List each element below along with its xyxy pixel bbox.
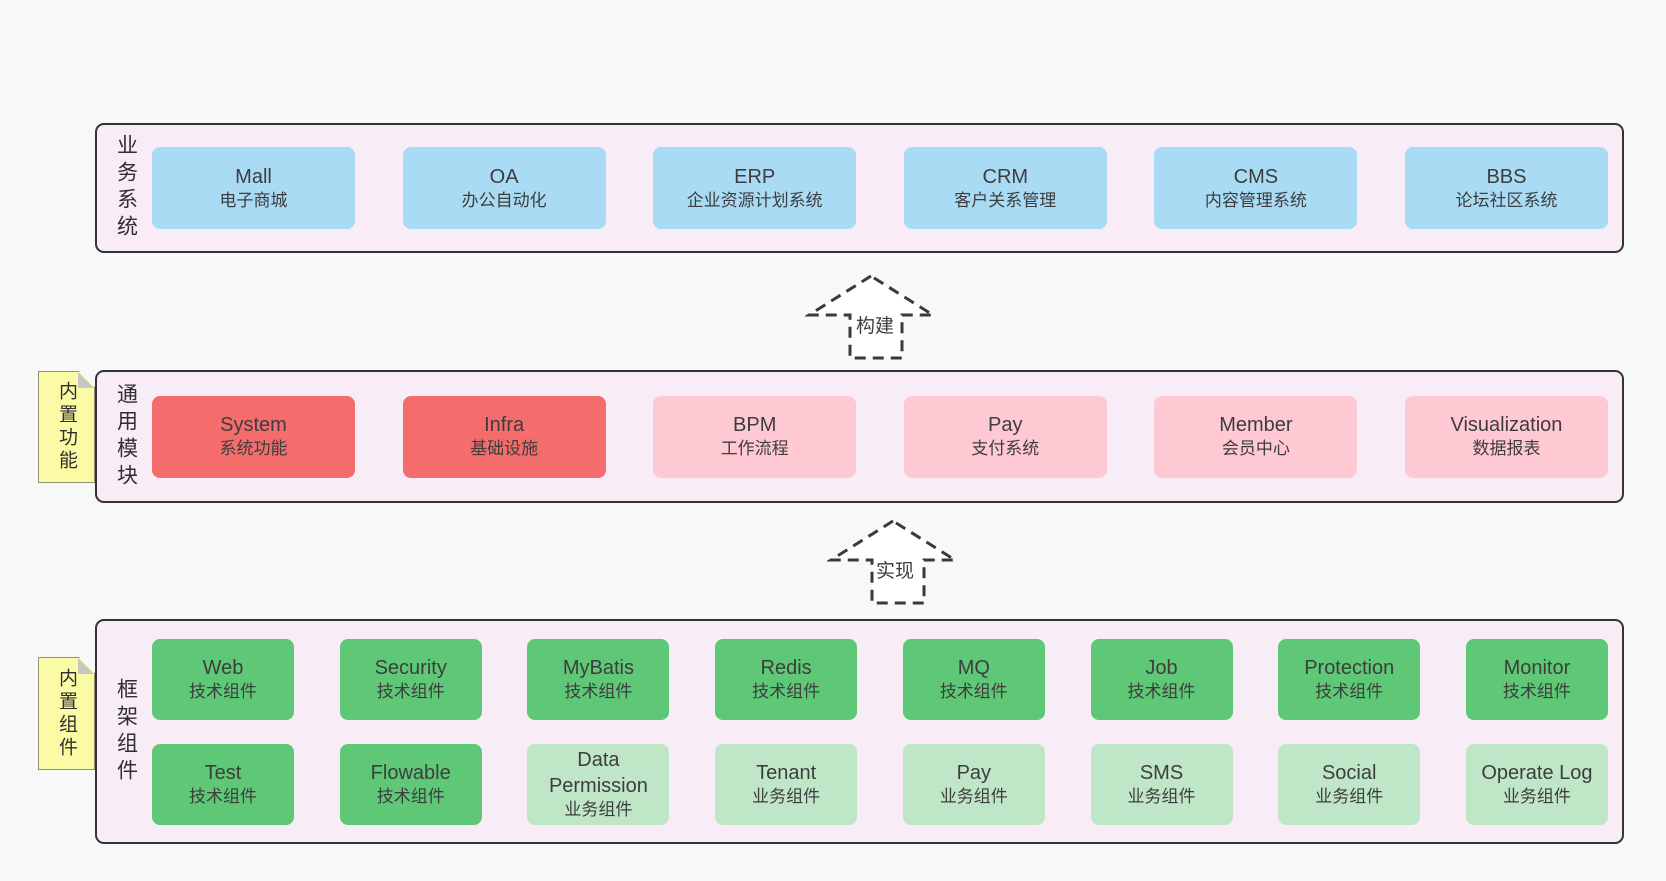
box-oa: OA 办公自动化: [402, 147, 606, 229]
box-pay-biz: Pay 业务组件: [902, 743, 1045, 825]
section-common-modules-label: 通用模块: [114, 382, 138, 491]
box-crm: CRM 客户关系管理: [903, 147, 1107, 229]
implement-arrow: 实现: [825, 518, 961, 606]
box-tenant: Tenant 业务组件: [715, 743, 858, 825]
box-erp: ERP 企业资源计划系统: [653, 147, 857, 229]
folded-corner-icon: [78, 372, 94, 388]
framework-components-row-1: Web 技术组件 Security 技术组件 MyBatis 技术组件 Redi…: [152, 638, 1608, 720]
business-systems-boxes: Mall 电子商城 OA 办公自动化 ERP 企业资源计划系统 CRM 客户关系…: [152, 125, 1608, 251]
box-bpm: BPM 工作流程: [653, 395, 857, 478]
box-mall: Mall 电子商城: [152, 147, 355, 229]
sticky-note-built-in-features: 内置功能: [38, 371, 95, 483]
section-framework-components-label: 框架组件: [114, 677, 138, 786]
box-infra: Infra 基础设施: [402, 395, 606, 478]
box-system: System 系统功能: [152, 395, 355, 478]
box-mq: MQ 技术组件: [902, 638, 1045, 720]
box-flowable: Flowable 技术组件: [339, 743, 482, 825]
box-web: Web 技术组件: [152, 638, 294, 720]
folded-corner-icon: [78, 658, 94, 674]
box-member: Member 会员中心: [1154, 395, 1358, 478]
box-protection: Protection 技术组件: [1278, 638, 1421, 720]
sticky-note-built-in-components: 内置组件: [38, 657, 95, 770]
section-common-modules: 通用模块 System 系统功能 Infra 基础设施 BPM 工作流程 Pay…: [95, 370, 1624, 503]
box-job: Job 技术组件: [1090, 638, 1233, 720]
box-mybatis: MyBatis 技术组件: [527, 638, 670, 720]
box-bbs: BBS 论坛社区系统: [1404, 147, 1608, 229]
box-cms: CMS 内容管理系统: [1154, 147, 1358, 229]
build-arrow-label: 构建: [856, 315, 894, 337]
arrow-outline: [803, 274, 939, 360]
box-redis: Redis 技术组件: [715, 638, 858, 720]
box-monitor: Monitor 技术组件: [1465, 638, 1608, 720]
dashed-up-arrow-icon: 构建: [803, 274, 939, 360]
box-data-permission: Data Permission 业务组件: [527, 743, 670, 825]
box-visualization: Visualization 数据报表: [1404, 395, 1608, 478]
build-arrow: 构建: [803, 273, 939, 361]
box-sms: SMS 业务组件: [1090, 743, 1233, 825]
common-modules-boxes: System 系统功能 Infra 基础设施 BPM 工作流程 Pay 支付系统…: [152, 372, 1608, 501]
framework-components-rows: Web 技术组件 Security 技术组件 MyBatis 技术组件 Redi…: [152, 621, 1608, 842]
framework-components-row-2: Test 技术组件 Flowable 技术组件 Data Permission …: [152, 743, 1608, 825]
section-business-systems-label: 业务系统: [114, 134, 138, 242]
implement-arrow-label: 实现: [876, 560, 914, 582]
section-framework-components: 框架组件 Web 技术组件 Security 技术组件 MyBatis 技术组件…: [95, 619, 1624, 844]
section-business-systems: 业务系统 Mall 电子商城 OA 办公自动化 ERP 企业资源计划系统 CRM…: [95, 123, 1624, 253]
box-operate-log: Operate Log 业务组件: [1465, 743, 1608, 825]
arrow-outline: [825, 519, 961, 605]
box-pay: Pay 支付系统: [903, 395, 1107, 478]
box-test: Test 技术组件: [152, 743, 294, 825]
dashed-up-arrow-icon: 实现: [825, 519, 961, 605]
box-social: Social 业务组件: [1278, 743, 1421, 825]
box-security: Security 技术组件: [339, 638, 482, 720]
